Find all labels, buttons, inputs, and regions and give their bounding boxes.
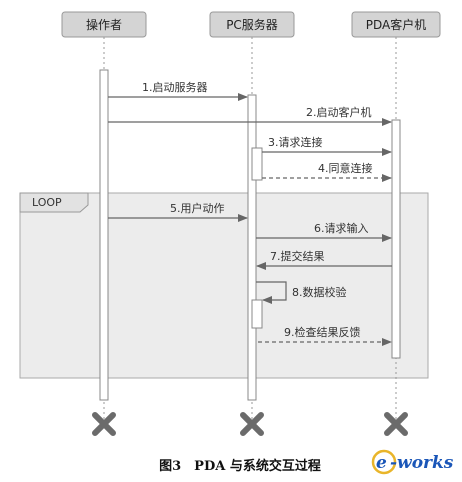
- message-4-label: 4.同意连接: [318, 161, 373, 175]
- eworks-logo: e -works: [371, 449, 454, 475]
- message-9-label: 9.检查结果反馈: [284, 325, 361, 339]
- activation-pc: [247, 94, 257, 401]
- message-1-label: 1.启动服务器: [142, 81, 208, 94]
- loop-label: LOOP: [32, 196, 62, 209]
- participant-pda-label: PDA客户机: [366, 17, 426, 32]
- activation-pda: [391, 119, 401, 359]
- message-3-label: 3.请求连接: [268, 136, 323, 149]
- eworks-logo-text: -works: [390, 453, 454, 473]
- destroy-pda-icon: [384, 412, 408, 436]
- activation-pc-validate: [251, 299, 263, 329]
- participant-operator-label: 操作者: [86, 17, 122, 32]
- loop-frame: LOOP: [19, 192, 429, 379]
- message-5-label: 5.用户动作: [170, 201, 225, 215]
- participant-pc-label: PC服务器: [226, 17, 278, 32]
- message-8-arrow: [256, 281, 287, 304]
- message-7-label: 7.提交结果: [270, 249, 325, 263]
- figure-caption: 图3 PDA 与系统交互过程: [159, 458, 321, 474]
- participant-pc: PC服务器: [209, 11, 295, 38]
- destroy-operator-icon: [92, 412, 116, 436]
- participant-pda: PDA客户机: [351, 11, 441, 38]
- message-2-label: 2.启动客户机: [306, 105, 372, 119]
- destroy-pc-icon: [240, 412, 264, 436]
- message-6-label: 6.请求输入: [314, 221, 369, 235]
- message-8-label: 8.数据校验: [292, 285, 347, 299]
- eworks-logo-prefix: e: [376, 453, 387, 473]
- activation-operator: [99, 69, 109, 401]
- participant-operator: 操作者: [61, 11, 147, 38]
- activation-pc-connect: [251, 147, 263, 181]
